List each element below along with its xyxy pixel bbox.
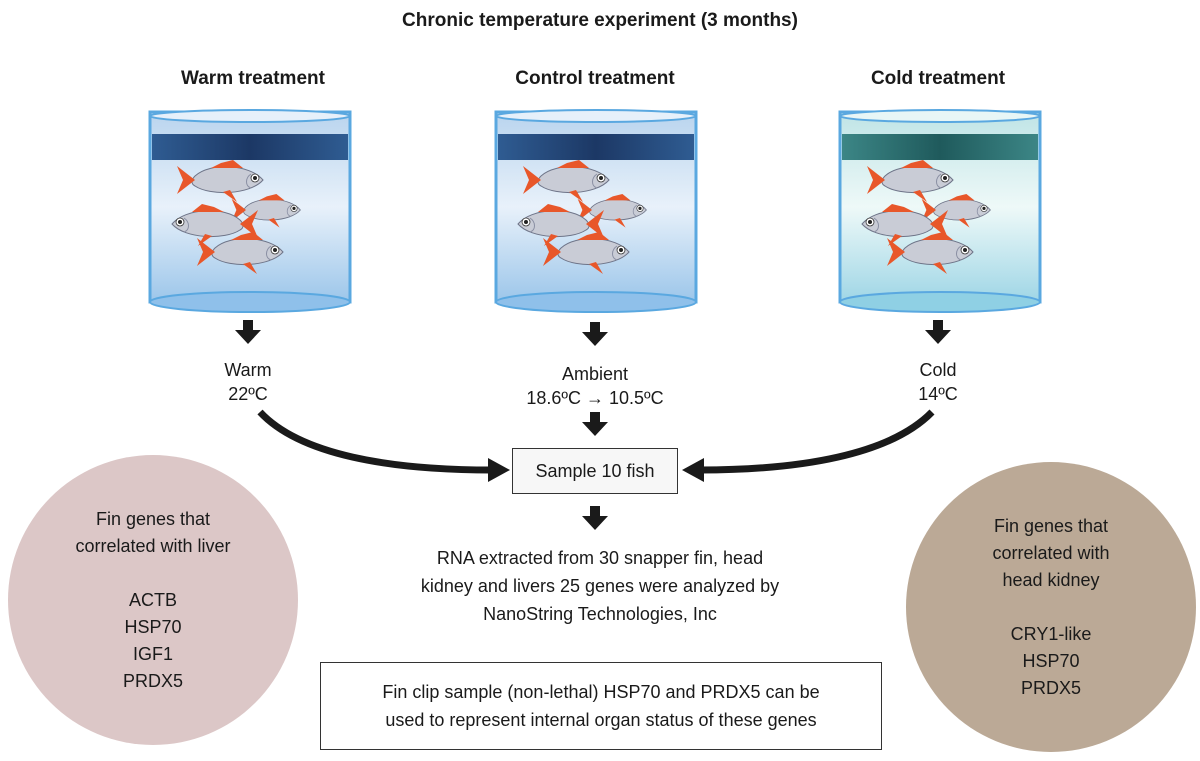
gene-item: ACTB <box>128 589 177 610</box>
rna-line: NanoString Technologies, Inc <box>483 604 717 624</box>
down-arrows <box>235 320 951 530</box>
conclusion-line: used to represent internal organ status … <box>385 710 817 730</box>
warm-curve-arrow <box>257 409 493 474</box>
circle-heading-line: correlated with <box>992 542 1110 563</box>
head-kidney-genes-circle: Fin genes that correlated with head kidn… <box>906 462 1196 752</box>
ambient-condition: Ambient 18.6ºC → 10.5ºC <box>475 362 715 410</box>
cold-down-arrow <box>925 320 951 344</box>
circle-heading-line: Fin genes that <box>993 515 1109 536</box>
control-treatment-heading: Control treatment <box>515 68 675 89</box>
rna-description: RNA extracted from 30 snapper fin, head … <box>370 544 830 628</box>
gene-item: HSP70 <box>1022 650 1080 671</box>
gene-item: PRDX5 <box>1020 677 1082 698</box>
warm-treatment-heading: Warm treatment <box>181 68 325 89</box>
cold-tank <box>838 109 1042 313</box>
cold-condition-label: Cold <box>919 360 957 380</box>
ambient-condition-label: Ambient <box>561 364 629 384</box>
cold-curve-arrow <box>699 409 935 474</box>
control-down-arrow <box>582 322 608 346</box>
warm-down-arrow <box>235 320 261 344</box>
warm-condition-label: Warm <box>224 360 272 380</box>
gene-item: IGF1 <box>132 643 173 664</box>
circle-heading-line: correlated with liver <box>75 535 231 556</box>
ambient-temperature: 18.6ºC → 10.5ºC <box>526 388 664 408</box>
conclusion-box: Fin clip sample (non-lethal) HSP70 and P… <box>320 662 882 750</box>
warm-tank <box>148 109 352 313</box>
circle-heading-line: Fin genes that <box>95 508 211 529</box>
gene-item: CRY1-like <box>1010 623 1092 644</box>
sample-box: Sample 10 fish <box>512 448 678 494</box>
diagram-title: Chronic temperature experiment (3 months… <box>402 10 798 31</box>
conclusion-line: Fin clip sample (non-lethal) HSP70 and P… <box>382 682 820 702</box>
circle-heading-line: head kidney <box>1002 569 1100 590</box>
liver-genes-circle: Fin genes that correlated with liver ACT… <box>8 455 298 745</box>
sample-to-rna-arrow <box>582 506 608 530</box>
cold-treatment-heading: Cold treatment <box>870 68 1006 89</box>
rna-line: RNA extracted from 30 snapper fin, head <box>436 548 764 568</box>
gene-item: HSP70 <box>124 616 182 637</box>
cold-condition: Cold 14ºC <box>818 358 1058 406</box>
control-tank <box>494 109 698 313</box>
warm-temperature: 22ºC <box>228 384 268 404</box>
rna-line: kidney and livers 25 genes were analyzed… <box>420 576 780 596</box>
ambient-to-sample-arrow <box>582 412 608 436</box>
gene-item: PRDX5 <box>122 670 184 691</box>
cold-temperature: 14ºC <box>918 384 958 404</box>
warm-condition: Warm 22ºC <box>128 358 368 406</box>
